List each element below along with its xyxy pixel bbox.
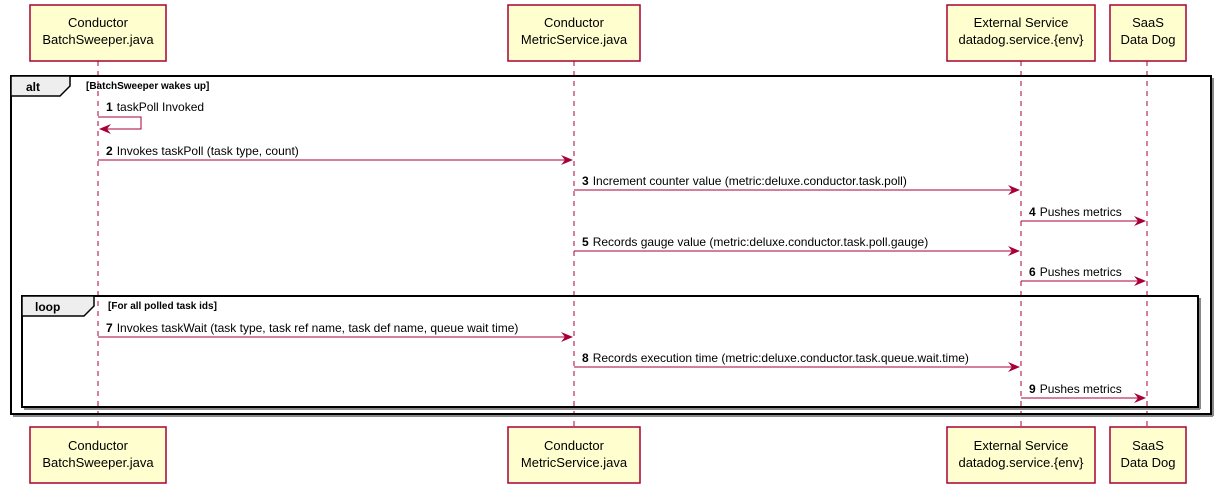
participant-ext-bottom: External Service datadog.service.{env} xyxy=(946,426,1096,484)
svg-text:BatchSweeper.java: BatchSweeper.java xyxy=(42,455,154,470)
svg-text:datadog.service.{env}: datadog.service.{env} xyxy=(958,455,1084,470)
svg-text:Conductor: Conductor xyxy=(544,438,605,453)
loop-condition: [For all polled task ids] xyxy=(108,301,217,312)
svg-text:SaaS: SaaS xyxy=(1132,15,1164,30)
svg-text:MetricService.java: MetricService.java xyxy=(521,32,628,47)
svg-text:MetricService.java: MetricService.java xyxy=(521,455,628,470)
svg-text:External Service: External Service xyxy=(974,438,1069,453)
alt-fragment: alt [BatchSweeper wakes up] xyxy=(10,75,1214,417)
svg-text:Data Dog: Data Dog xyxy=(1121,32,1176,47)
svg-text:Data Dog: Data Dog xyxy=(1121,455,1176,470)
lifelines xyxy=(97,61,1148,427)
participant-saas-top: SaaS Data Dog xyxy=(1109,4,1187,62)
svg-text:Conductor: Conductor xyxy=(68,438,129,453)
svg-text:Conductor: Conductor xyxy=(544,15,605,30)
participant-saas-bottom: SaaS Data Dog xyxy=(1109,426,1187,484)
participant-ext-top: External Service datadog.service.{env} xyxy=(946,4,1096,62)
loop-keyword: loop xyxy=(35,300,60,314)
participant-metric-top: Conductor MetricService.java xyxy=(507,4,641,62)
participant-batch-top: Conductor BatchSweeper.java xyxy=(29,4,167,62)
alt-keyword: alt xyxy=(26,80,40,94)
svg-text:datadog.service.{env}: datadog.service.{env} xyxy=(958,32,1084,47)
participant-batch-bottom: Conductor BatchSweeper.java xyxy=(29,426,167,484)
participant-metric-bottom: Conductor MetricService.java xyxy=(507,426,641,484)
svg-text:SaaS: SaaS xyxy=(1132,438,1164,453)
svg-text:BatchSweeper.java: BatchSweeper.java xyxy=(42,32,154,47)
alt-condition: [BatchSweeper wakes up] xyxy=(86,81,209,92)
loop-fragment: loop [For all polled task ids] xyxy=(21,295,1201,410)
svg-text:External Service: External Service xyxy=(974,15,1069,30)
svg-text:Conductor: Conductor xyxy=(68,15,129,30)
